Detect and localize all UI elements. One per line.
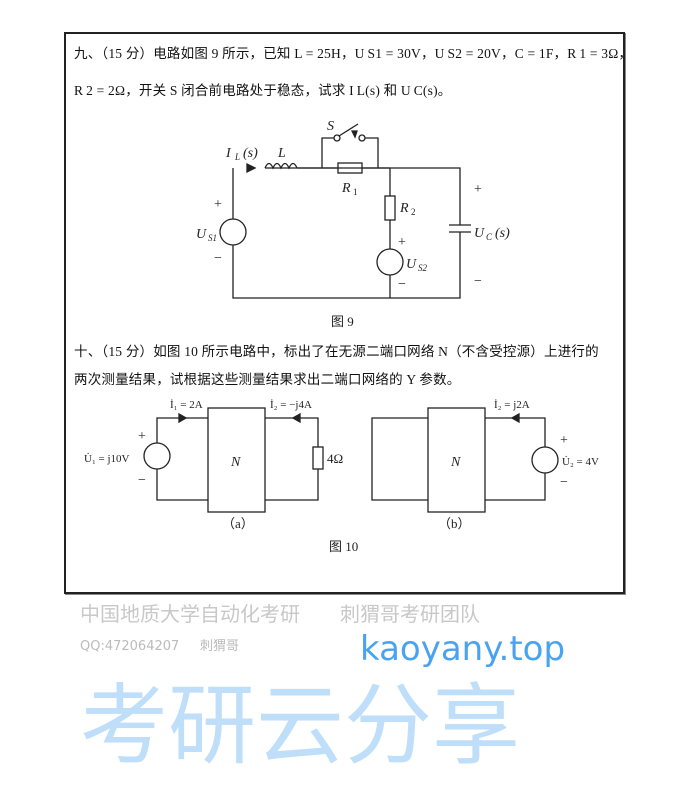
- r2-resistor-icon: [384, 195, 396, 221]
- svg-text:−: −: [398, 277, 406, 292]
- q9-text-line1: 九、（15 分）电路如图 9 所示，已知 L = 25H，U S1 = 30V，…: [74, 46, 633, 61]
- network-label-b: N: [450, 455, 461, 470]
- figure-10-caption: 图 10: [329, 539, 358, 554]
- us2-source-icon: [376, 248, 404, 276]
- svg-text:+: +: [398, 235, 406, 250]
- question-frame: [64, 32, 625, 594]
- svg-text:−: −: [474, 274, 482, 289]
- figure-a-label: （a）: [222, 516, 254, 531]
- svg-text:(s): (s): [243, 146, 258, 161]
- us2-label: U: [406, 257, 417, 272]
- il-label: I: [225, 146, 232, 161]
- uc-label: U: [474, 226, 485, 241]
- network-label-a: N: [230, 455, 241, 470]
- svg-text:S2: S2: [418, 263, 428, 273]
- q10-text-line2: 两次测量结果，试根据这些测量结果求出二端口网络的 Y 参数。: [74, 372, 461, 387]
- svg-text:2: 2: [411, 207, 416, 217]
- figure-10b-circuit: [371, 407, 559, 513]
- svg-text:−: −: [138, 473, 146, 488]
- us1-source-icon: [219, 218, 247, 246]
- svg-text:+: +: [214, 197, 222, 212]
- figure-9-labels: I L (s) L S R 1 R 2 U S1 U S2 U C (s) + …: [196, 119, 510, 329]
- i2-label-b: İ₂ = j2A: [494, 399, 530, 411]
- inductor-icon: [264, 162, 298, 170]
- q10-text-line1: 十、（15 分）如图 10 所示电路中，标出了在无源二端口网络 N（不含受控源）…: [74, 344, 599, 359]
- watermark-team: 刺猬哥考研团队: [340, 602, 480, 626]
- q9-text-line2: R 2 = 2Ω，开关 S 闭合前电路处于稳态，试求 I L(s) 和 U C(…: [74, 83, 452, 98]
- 4ohm-resistor-icon: [312, 446, 324, 470]
- i2-label-a: İ₂ = −j4A: [270, 399, 312, 411]
- svg-text:(s): (s): [495, 226, 510, 241]
- figure-10a-circuit: [143, 407, 324, 513]
- watermark-school: 中国地质大学自动化考研: [80, 602, 300, 626]
- figure-b-label: （b）: [438, 516, 471, 531]
- u1-label: U̇₁ = j10V: [84, 453, 130, 465]
- svg-text:+: +: [474, 182, 482, 197]
- r1-resistor-icon: [337, 162, 363, 174]
- svg-text:+: +: [560, 433, 568, 448]
- current-arrow-icon: [246, 162, 257, 174]
- r1-label: R: [341, 181, 351, 196]
- i1-label: İ₁ = 2A: [170, 399, 203, 411]
- svg-text:1: 1: [353, 187, 358, 197]
- svg-text:L: L: [234, 152, 240, 162]
- switch-wires: [321, 137, 379, 168]
- network-n-box-b: [427, 407, 486, 513]
- figure-9-circuit: [219, 123, 471, 299]
- svg-text:+: +: [138, 429, 146, 444]
- circuit-diagrams: I L (s) L S R 1 R 2 U S1 U S2 U C (s) + …: [84, 119, 599, 554]
- svg-text:S1: S1: [208, 233, 217, 243]
- network-n-box-a: [207, 407, 266, 513]
- r2-label: R: [399, 201, 409, 216]
- figure-10-labels: İ₁ = 2A İ₂ = −j4A U̇₁ = j10V 4Ω N （a） + …: [84, 399, 599, 554]
- u1-source-icon: [143, 442, 171, 470]
- capacitor-icon: [449, 224, 471, 233]
- switch-blade-icon: [338, 123, 359, 137]
- watermark-brand: 考研云分享: [80, 674, 521, 777]
- u2-label: U̇₂ = 4V: [562, 456, 599, 468]
- resistor-label: 4Ω: [327, 451, 343, 466]
- figure-9-caption: 图 9: [331, 314, 354, 329]
- watermark-name: 刺猬哥: [200, 639, 240, 654]
- us1-label: U: [196, 227, 207, 242]
- u2-source-icon: [531, 446, 559, 474]
- svg-text:−: −: [214, 251, 222, 266]
- watermark-site: kaoyany.top: [360, 629, 566, 669]
- watermark-qq: QQ:472064207: [80, 639, 180, 654]
- switch-label: S: [327, 119, 334, 134]
- inductor-label: L: [277, 146, 286, 161]
- svg-text:C: C: [486, 232, 493, 242]
- svg-text:−: −: [560, 475, 568, 490]
